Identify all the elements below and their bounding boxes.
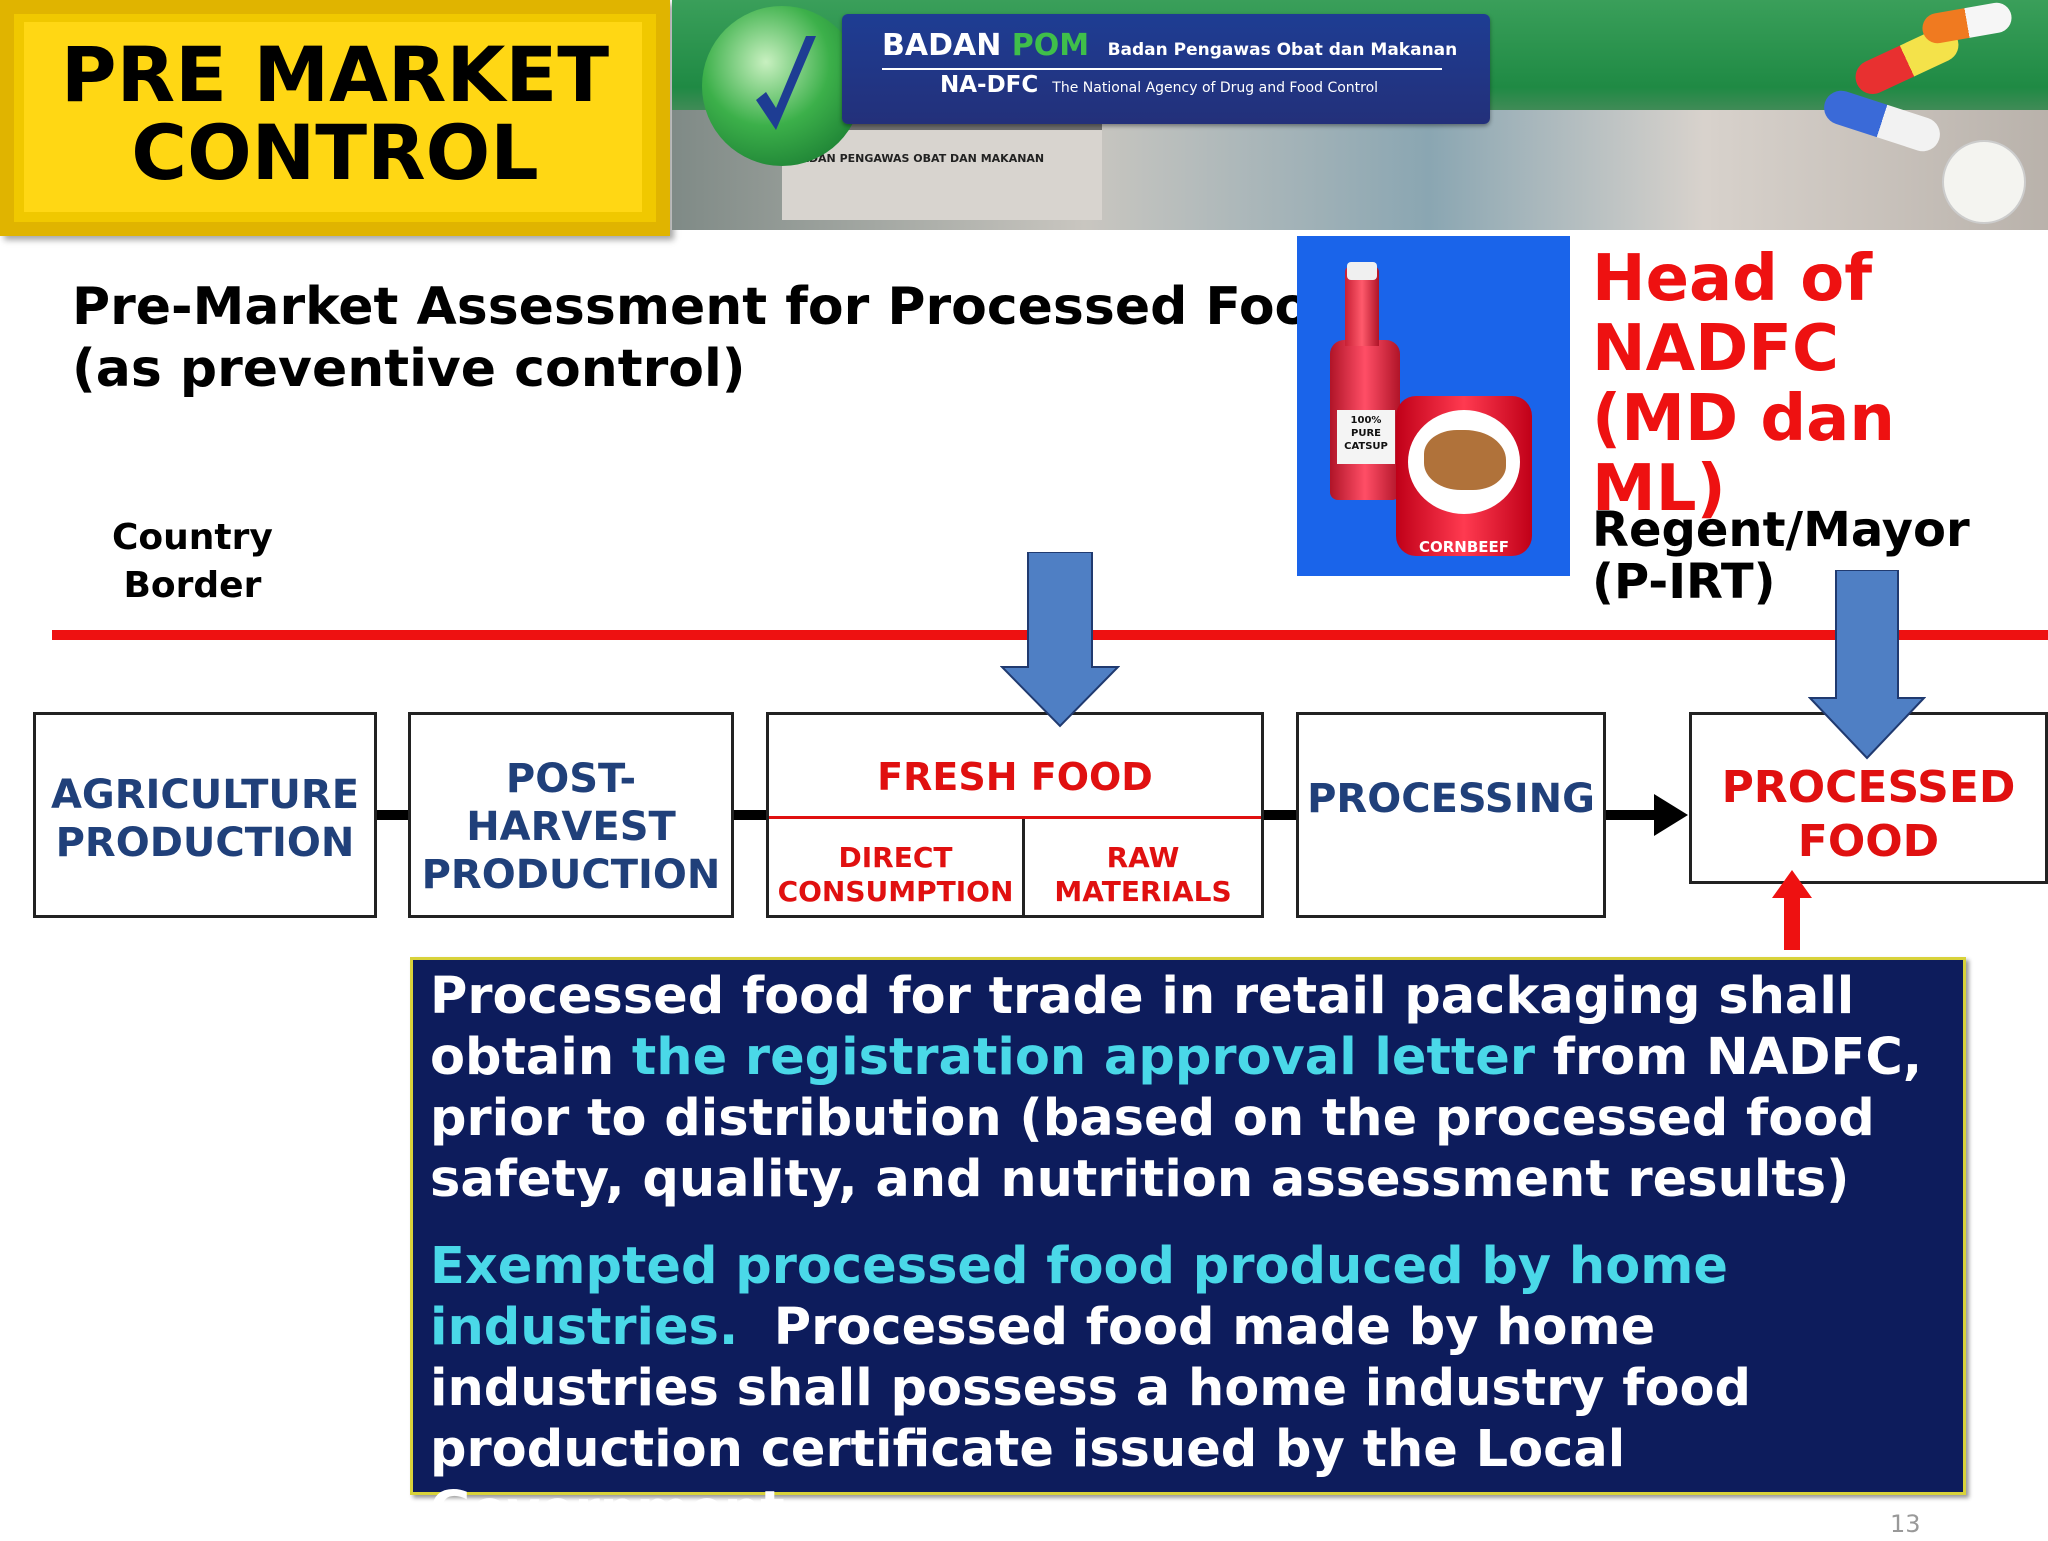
regent-authority: Regent/Mayor (P-IRT) xyxy=(1592,502,1970,610)
connector-line xyxy=(377,810,408,820)
badan-pom-logo xyxy=(702,6,862,166)
ketchup-bottle-cap xyxy=(1347,262,1377,280)
brand-pom: POM xyxy=(1011,28,1090,63)
flow-box-post-harvest: POST- HARVEST PRODUCTION xyxy=(408,712,734,918)
slide-title: PRE MARKET CONTROL xyxy=(60,30,610,197)
info-highlight: the registration approval letter xyxy=(631,1028,1535,1087)
brand-name-line: BADAN POM Badan Pengawas Obat dan Makana… xyxy=(882,28,1457,63)
logo-check-icon xyxy=(756,36,816,130)
agency-abbr: NA-DFC xyxy=(940,72,1039,98)
flow-arrow-icon xyxy=(1606,794,1688,836)
down-arrow-icon xyxy=(1000,552,1120,728)
flow-label-direct-consumption: DIRECT CONSUMPTION xyxy=(777,841,1014,908)
flow-label-agriculture: AGRICULTURE PRODUCTION xyxy=(50,772,360,866)
pill-capsule-icon xyxy=(1920,0,2014,46)
agency-name-line: NA-DFC The National Agency of Drug and F… xyxy=(940,72,1378,98)
title-badge-face xyxy=(24,22,642,212)
title-badge: PRE MARKET CONTROL xyxy=(0,0,670,236)
building-sign: BADAN PENGAWAS OBAT DAN MAKANAN xyxy=(792,152,1045,165)
info-box xyxy=(410,957,1966,1495)
fresh-food-divider xyxy=(769,816,1261,819)
connector-line xyxy=(734,810,766,820)
flow-box-agriculture: AGRICULTURE PRODUCTION xyxy=(33,712,377,918)
pill-tablet-icon xyxy=(1942,140,2026,224)
brand-full-name: Badan Pengawas Obat dan Makanan xyxy=(1107,40,1458,60)
info-paragraph-exemption: Exempted processed food produced by home… xyxy=(430,1236,1950,1541)
flow-label-processing: PROCESSING xyxy=(1307,776,1595,822)
flow-box-fresh-food: FRESH FOOD DIRECT CONSUMPTION RAW MATERI… xyxy=(766,712,1264,918)
nadfc-authority: Head of NADFC (MD dan ML) xyxy=(1592,242,1895,526)
brand-divider xyxy=(882,68,1442,70)
info-text: Processed food for trade in retail packa… xyxy=(430,967,1855,1087)
page-number: 13 xyxy=(1890,1510,1921,1538)
flow-label-raw-materials: RAW MATERIALS xyxy=(1054,841,1232,908)
flow-label-post-harvest: POST- HARVEST PRODUCTION xyxy=(421,756,721,898)
info-paragraph-registration: Processed food for trade in retail packa… xyxy=(430,966,1950,1210)
brand-name: BADAN xyxy=(882,28,1002,63)
down-arrow-icon xyxy=(1808,570,1926,760)
bottle-label: 100% PURE CATSUP xyxy=(1337,410,1395,464)
info-text: Processed food made by home industries s… xyxy=(430,1298,1769,1540)
agency-full-name: The National Agency of Drug and Food Con… xyxy=(1052,80,1379,96)
connector-line xyxy=(1264,810,1296,820)
info-highlight: Exempted processed food produced by home… xyxy=(430,1237,1728,1357)
up-arrow-icon xyxy=(1772,870,1812,950)
country-border-label: Country Border xyxy=(112,517,273,606)
flow-label-processed-food: PROCESSED FOOD xyxy=(1721,762,2016,867)
fresh-food-split-divider xyxy=(1022,819,1025,915)
flow-box-processing: PROCESSING xyxy=(1296,712,1606,918)
can-text: CORNBEEF xyxy=(1418,538,1510,556)
slide-heading: Pre-Market Assessment for Processed Food… xyxy=(72,277,1348,399)
cow-icon xyxy=(1424,430,1506,490)
header-banner: BADAN PENGAWAS OBAT DAN MAKANAN BADAN PO… xyxy=(672,0,2048,230)
flow-label-fresh-food: FRESH FOOD xyxy=(877,755,1153,799)
info-text: from NADFC, prior to distribution (based… xyxy=(430,1028,1923,1209)
